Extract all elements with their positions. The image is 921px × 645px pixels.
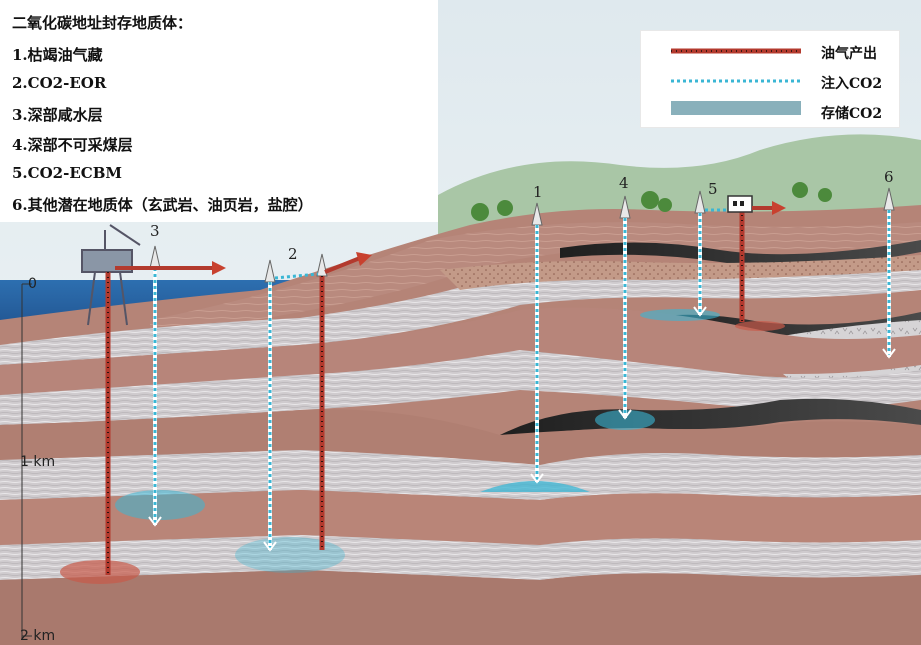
well-4-injection-arrow	[618, 409, 632, 420]
title-item-2: 2.CO2-EOR	[12, 74, 107, 92]
well-6-injection-arrow	[882, 348, 896, 359]
well-1-injection-arrow	[530, 473, 544, 484]
well-2-output-head	[356, 252, 372, 266]
storage-swatch	[671, 101, 801, 115]
well-2-injection-arrow	[263, 541, 277, 552]
well-5-output-arrow-head	[772, 201, 786, 215]
title-item-6: 6.其他潜在地质体（玄武岩、油页岩，盐腔）	[12, 196, 313, 214]
title-panel: 二氧化碳地址封存地质体： 1.枯竭油气藏 2.CO2-EOR 3.深部咸水层 4…	[0, 0, 438, 222]
legend-label-production: 油气产出	[821, 46, 877, 62]
well-3-injection-arrow	[148, 516, 162, 527]
well-5-station-window-b	[740, 201, 744, 206]
well-label-3: 3	[150, 222, 160, 240]
title-item-1: 1.枯竭油气藏	[12, 46, 103, 64]
well-5-injection-arrow	[693, 306, 707, 317]
well-5-station-window-a	[733, 201, 737, 206]
legend-swatches	[671, 48, 801, 115]
well-3-output-arrow-head	[212, 261, 226, 275]
well-2-link	[274, 272, 319, 280]
well-label-2: 2	[288, 245, 298, 263]
well-label-1: 1	[533, 183, 543, 201]
title-item-3: 3.深部咸水层	[12, 106, 103, 124]
well-label-4: 4	[619, 174, 629, 192]
depth-tick-2km: 2 km	[20, 628, 56, 644]
well-label-6: 6	[884, 168, 894, 186]
title-item-4: 4.深部不可采煤层	[12, 136, 133, 154]
depth-tick-1km: 1 km	[20, 454, 56, 470]
legend-label-injection: 注入CO2	[821, 76, 883, 92]
title-item-5: 5.CO2-ECBM	[12, 164, 122, 182]
well-2-output	[324, 256, 361, 274]
depth-tick-0: 0	[28, 276, 37, 292]
title-heading: 二氧化碳地址封存地质体：	[12, 14, 193, 32]
legend-label-storage: 存储CO2	[821, 106, 883, 122]
legend: 油气产出 注入CO2 存储CO2	[640, 30, 900, 128]
well-label-5: 5	[708, 180, 718, 198]
depth-axis	[21, 283, 32, 638]
